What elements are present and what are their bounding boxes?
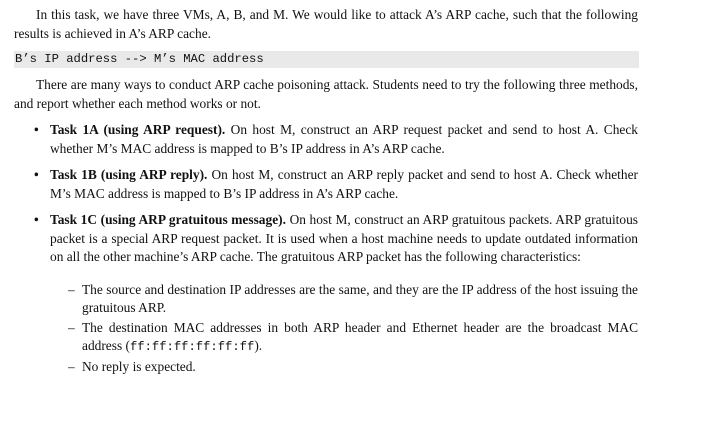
characteristics-list: – The source and destination IP addresse… <box>50 281 638 377</box>
bullet-icon: • <box>34 167 39 182</box>
bullet-icon: • <box>34 212 39 227</box>
characteristic-item: – No reply is expected. <box>50 358 638 377</box>
task-1a-title: Task 1A (using ARP request). <box>50 122 226 137</box>
task-1a-body: On host M, construct an ARP request pack… <box>50 122 638 156</box>
task-1c-title: Task 1C (using ARP gratuitous message). <box>50 212 286 227</box>
dash-icon: – <box>68 358 75 374</box>
task-list: • Task 1A (using ARP request). On host M… <box>14 121 638 376</box>
bullet-icon: • <box>34 122 39 137</box>
characteristic-item: – The source and destination IP addresse… <box>50 281 638 318</box>
dash-icon: – <box>68 319 75 335</box>
intro-paragraph: In this task, we have three VMs, A, B, a… <box>14 7 638 41</box>
task-1b-body: On host M, construct an ARP reply packet… <box>50 167 638 201</box>
broadcast-mac: ff:ff:ff:ff:ff:ff <box>129 340 255 354</box>
task-1b-item: • Task 1B (using ARP reply). On host M, … <box>14 166 638 203</box>
task-1a-item: • Task 1A (using ARP request). On host M… <box>14 121 638 158</box>
characteristic-text-end: ). <box>254 338 263 353</box>
task-1c-body: On host M, construct an ARP gratuitous p… <box>50 212 638 264</box>
task-1b-title: Task 1B (using ARP reply). <box>50 167 208 182</box>
characteristic-text: No reply is expected. <box>82 358 196 374</box>
code-block: B’s IP address --> M’s MAC address <box>14 51 639 68</box>
document-page: In this task, we have three VMs, A, B, a… <box>14 6 639 384</box>
task-1c-item: • Task 1C (using ARP gratuitous message)… <box>14 211 638 376</box>
characteristic-text: The source and destination IP addresses … <box>82 281 638 316</box>
methods-paragraph: There are many ways to conduct ARP cache… <box>14 77 638 111</box>
characteristic-item: – The destination MAC addresses in both … <box>50 319 638 357</box>
dash-icon: – <box>68 281 75 297</box>
characteristic-text: The destination MAC addresses in both AR… <box>82 319 638 354</box>
